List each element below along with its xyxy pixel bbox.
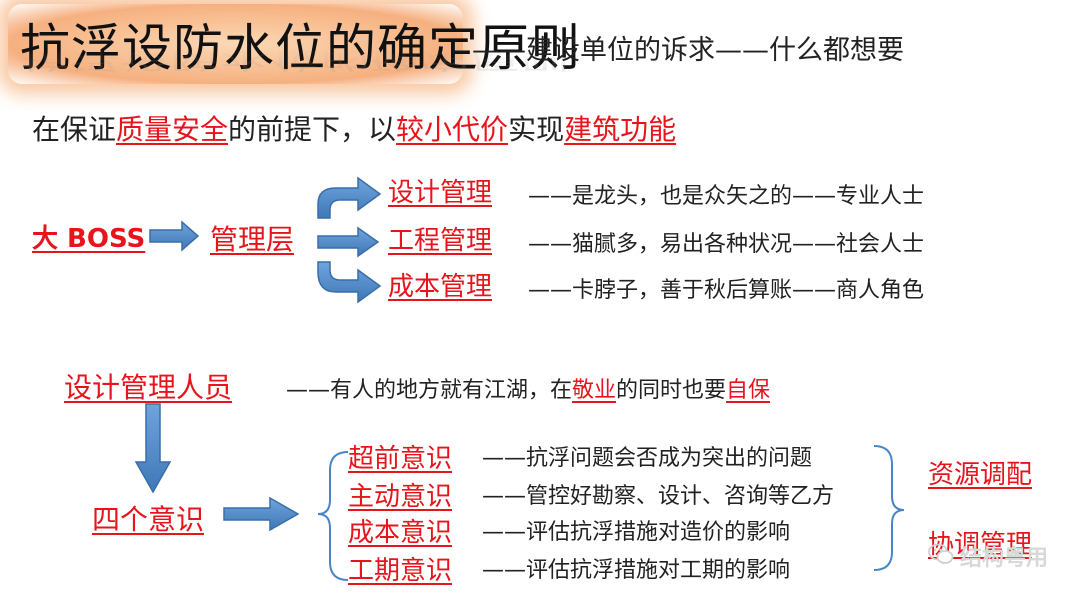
awareness-active-desc: ——管控好勘察、设计、咨询等乙方 [482,484,835,509]
principle-text-3: 实现 [508,113,565,146]
watermark: 结构粤用 [928,540,1048,572]
awareness-schedule-label: 工期意识 [348,556,453,586]
awareness-advance-label: 超前意识 [348,444,453,474]
design-management-desc: ——是龙头，也是众矢之的——专业人士 [528,184,925,209]
awareness-right-brace [873,445,905,571]
boss-label: 大 BOSS [32,224,146,254]
resource-allocation-label: 资源调配 [928,460,1033,490]
personnel-down-arrow [134,403,172,494]
awareness-left-brace [317,451,349,581]
personnel-highlight-selfprotect: 自保 [726,378,771,403]
principle-highlight-function: 建筑功能 [564,113,677,146]
awareness-right-arrow [223,496,300,532]
personnel-desc-1: ——有人的地方就有江湖，在 [286,378,573,403]
principle-highlight-quality: 质量安全 [116,113,229,146]
principle-text-1: 在保证 [32,113,117,146]
awareness-active-label: 主动意识 [348,482,453,512]
personnel-desc-2: 的同时也要 [616,378,727,403]
personnel-highlight-dedication: 敬业 [572,378,617,403]
engineering-management-label: 工程管理 [388,226,493,256]
design-management-label: 设计管理 [388,178,493,208]
page-title: 抗浮设防水位的确定原则 [20,19,581,77]
engineering-management-desc: ——猫腻多，易出各种状况——社会人士 [528,232,925,257]
watermark-text: 结构粤用 [959,546,1048,571]
principle-text-2: 的前提下，以 [228,113,397,146]
awareness-cost-desc: ——评估抗浮措施对造价的影响 [482,520,791,545]
awareness-cost-label: 成本意识 [348,518,453,548]
four-awareness-label: 四个意识 [92,503,205,536]
title-highlight [8,4,463,84]
personnel-label: 设计管理人员 [64,371,233,404]
cost-management-desc: ——卡脖子，善于秋后算账——商人角色 [528,278,925,303]
wechat-icon [928,543,954,571]
cost-management-label: 成本管理 [388,272,493,302]
management-label: 管理层 [210,223,295,256]
principle-line: 在保证质量安全的前提下，以较小代价实现建筑功能 [32,108,676,148]
principle-highlight-cost: 较小代价 [396,113,509,146]
awareness-advance-desc: ——抗浮问题会否成为突出的问题 [482,446,813,471]
page-subtitle: ——建设单位的诉求——什么都想要 [472,35,904,66]
personnel-desc: ——有人的地方就有江湖，在敬业的同时也要自保 [286,372,770,404]
awareness-schedule-desc: ——评估抗浮措施对工期的影响 [482,558,791,583]
boss-to-management-arrow [149,220,200,252]
management-branch-arrows [317,176,382,304]
